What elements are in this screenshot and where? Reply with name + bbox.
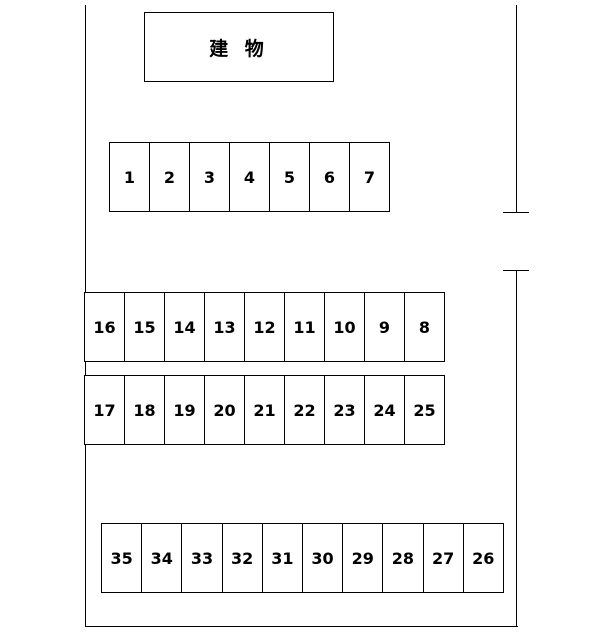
parking-space: 25 (405, 376, 445, 444)
parking-space: 18 (125, 376, 165, 444)
parking-space: 28 (383, 524, 424, 592)
parking-space: 16 (85, 293, 125, 361)
parking-space: 17 (85, 376, 125, 444)
parking-space: 13 (205, 293, 245, 361)
parking-space: 1 (110, 143, 150, 211)
parking-space: 8 (405, 293, 445, 361)
parking-space: 10 (325, 293, 365, 361)
parking-space: 14 (165, 293, 205, 361)
parking-space: 9 (365, 293, 405, 361)
building: 建 物 (144, 12, 334, 82)
parking-space: 23 (325, 376, 365, 444)
parking-space: 12 (245, 293, 285, 361)
entrance-mark-upper (503, 212, 529, 213)
bottom-boundary-line (85, 626, 518, 627)
parking-space: 6 (310, 143, 350, 211)
parking-space: 27 (424, 524, 464, 592)
parking-space: 3 (190, 143, 230, 211)
parking-space: 22 (285, 376, 325, 444)
parking-space: 24 (365, 376, 405, 444)
parking-space: 34 (142, 524, 183, 592)
parking-space: 19 (165, 376, 205, 444)
parking-space: 2 (150, 143, 190, 211)
parking-space: 32 (223, 524, 263, 592)
parking-space: 29 (343, 524, 384, 592)
parking-space: 7 (350, 143, 390, 211)
right-boundary-line-upper (516, 5, 517, 213)
parking-space: 31 (263, 524, 303, 592)
parking-space: 11 (285, 293, 325, 361)
parking-space: 35 (102, 524, 143, 592)
parking-space: 33 (182, 524, 223, 592)
parking-space: 26 (464, 524, 504, 592)
parking-space: 5 (270, 143, 310, 211)
parking-space: 30 (303, 524, 344, 592)
parking-space: 20 (205, 376, 245, 444)
parking-space: 4 (230, 143, 270, 211)
parking-space: 15 (125, 293, 165, 361)
parking-space: 21 (245, 376, 285, 444)
right-boundary-line-lower (516, 270, 517, 627)
